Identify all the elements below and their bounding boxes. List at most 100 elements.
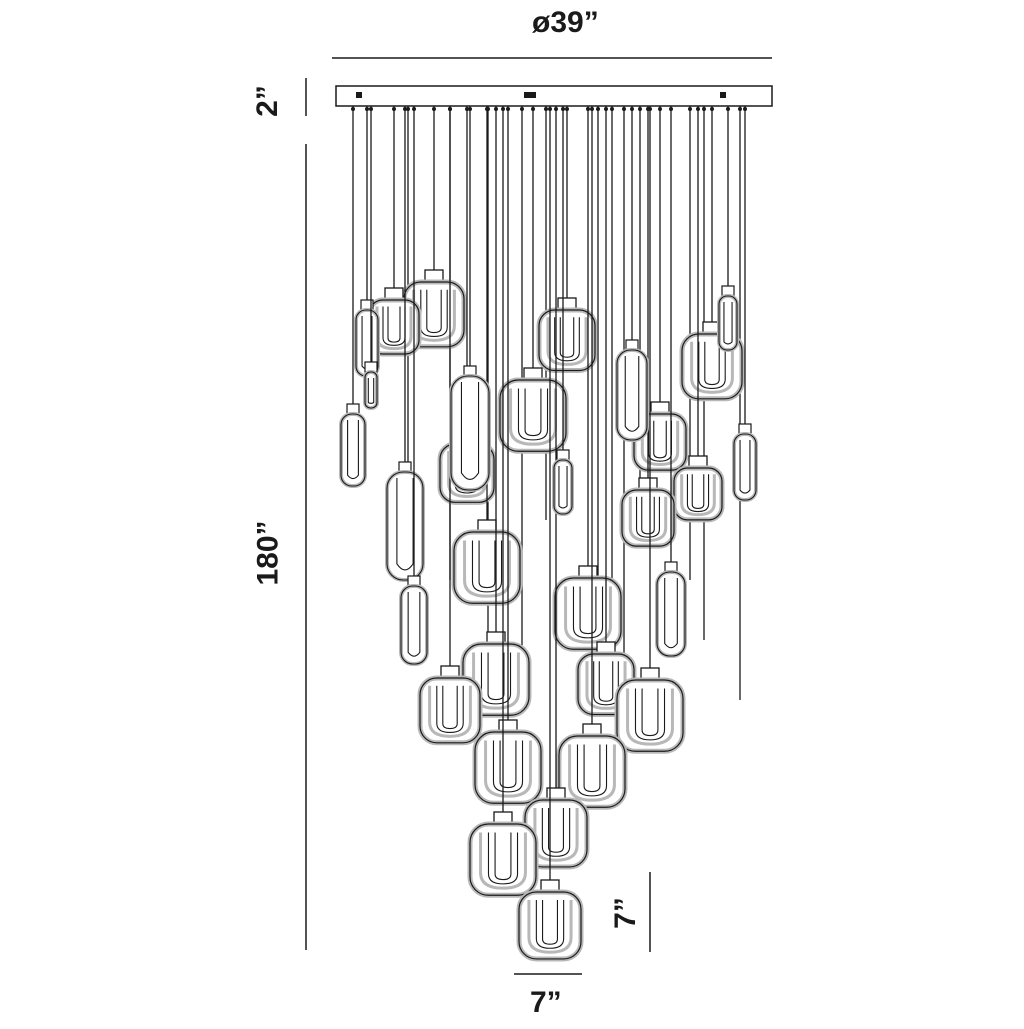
pendant-arch [598,661,614,702]
pendant-arch [559,317,575,358]
pendant-outline [419,677,481,744]
pendant-width-label: 7” [530,986,562,1019]
pendant-glass [615,348,649,442]
pendant-arch [572,586,604,639]
pendant-outline [554,577,622,650]
pendant-arch [698,341,726,389]
cord-grip [596,107,600,111]
canopy-mount-right [720,92,726,98]
pendant-front [556,106,628,810]
cord-grip [520,107,524,111]
pendant-arch [704,341,720,386]
pendant-arch [527,900,573,954]
pendant-side [732,106,758,502]
cord-grip [554,107,558,111]
pendant-outline [558,735,626,808]
pendant-outline [733,433,757,501]
pendant-front [451,106,523,606]
pendant-arch [407,592,421,657]
canopy-mount-left [356,92,362,98]
pendant-arch [564,586,612,644]
pendant-front [516,106,584,962]
cord-grip [696,107,700,111]
cord-grip [622,107,626,111]
cord-grip [494,107,498,111]
pendant-arch [396,478,414,571]
pendant-outline [364,371,378,409]
pendant-front [472,106,544,806]
pendant-front [679,106,745,402]
cord-grip [351,107,355,111]
cord-grip [688,107,692,111]
cord-grip [710,107,714,111]
pendant-glass [552,458,574,516]
pendant-arch [636,496,660,538]
pendant-arch [640,420,680,467]
pendant-arch [568,744,616,802]
canopy-mount-center [524,92,536,98]
cord-grip [669,107,673,111]
pendant-arch [471,540,503,593]
pendant-arch [387,306,401,343]
pendant-arch [347,420,359,480]
cord-grip [548,107,552,111]
pendant-arch [487,832,519,885]
pendant-arch [499,740,517,789]
pendant-side [449,106,491,492]
cord-grip [406,107,410,111]
cord-grip [726,107,730,111]
pendant-front [671,106,725,523]
cord-grip [448,107,452,111]
pendant-arch [583,744,601,793]
cord-grip [738,107,742,111]
pendant-side [655,106,687,658]
pendant-outline [386,471,424,581]
pendant-outline [553,459,573,515]
pendant-outline [538,309,596,372]
canopy-plate [335,85,773,107]
pendant-outline [616,349,648,441]
pendant-arch [723,302,733,345]
overall-height-label: 180” [251,520,285,586]
pendant-arch [478,540,496,589]
pendant-glass [732,432,758,502]
pendant-arch [428,685,472,738]
pendant-arch [554,317,580,362]
pendant-arch [367,378,375,404]
pendant-glass [655,570,687,658]
pendant-side [399,106,429,666]
pendant-arch [484,740,532,798]
pendant-arch [558,466,568,509]
pendant-arch [626,688,674,746]
cord-grip [658,107,662,111]
cord-grip [561,107,565,111]
pendant-side [363,106,379,410]
pendant-arch [479,832,527,890]
cord-grip [586,107,590,111]
pendant-outline [474,731,542,804]
pendant-arch [686,474,710,513]
pendant-outline [518,891,582,960]
pendant-arch [442,685,458,730]
pendant-arch [541,808,571,857]
pendant-arch [691,474,705,509]
pendant-arch [664,578,678,649]
canopy-height-label: 2” [250,85,284,117]
pendant-arch [680,474,716,517]
pendant-outline [616,679,684,752]
cord-grip [392,107,396,111]
pendant-glass [385,470,425,582]
pendant-arch [436,685,464,733]
pendant-arch [641,496,655,535]
pendant-arch [546,317,588,366]
pendant-outline [718,295,738,351]
cord-grip [590,107,594,111]
cord-grip [630,107,634,111]
pendant-outline [400,585,428,665]
dimension-lines [305,57,772,975]
cord-grip [485,107,489,111]
pendant-glass [399,584,429,666]
pendant-arch [634,688,666,741]
